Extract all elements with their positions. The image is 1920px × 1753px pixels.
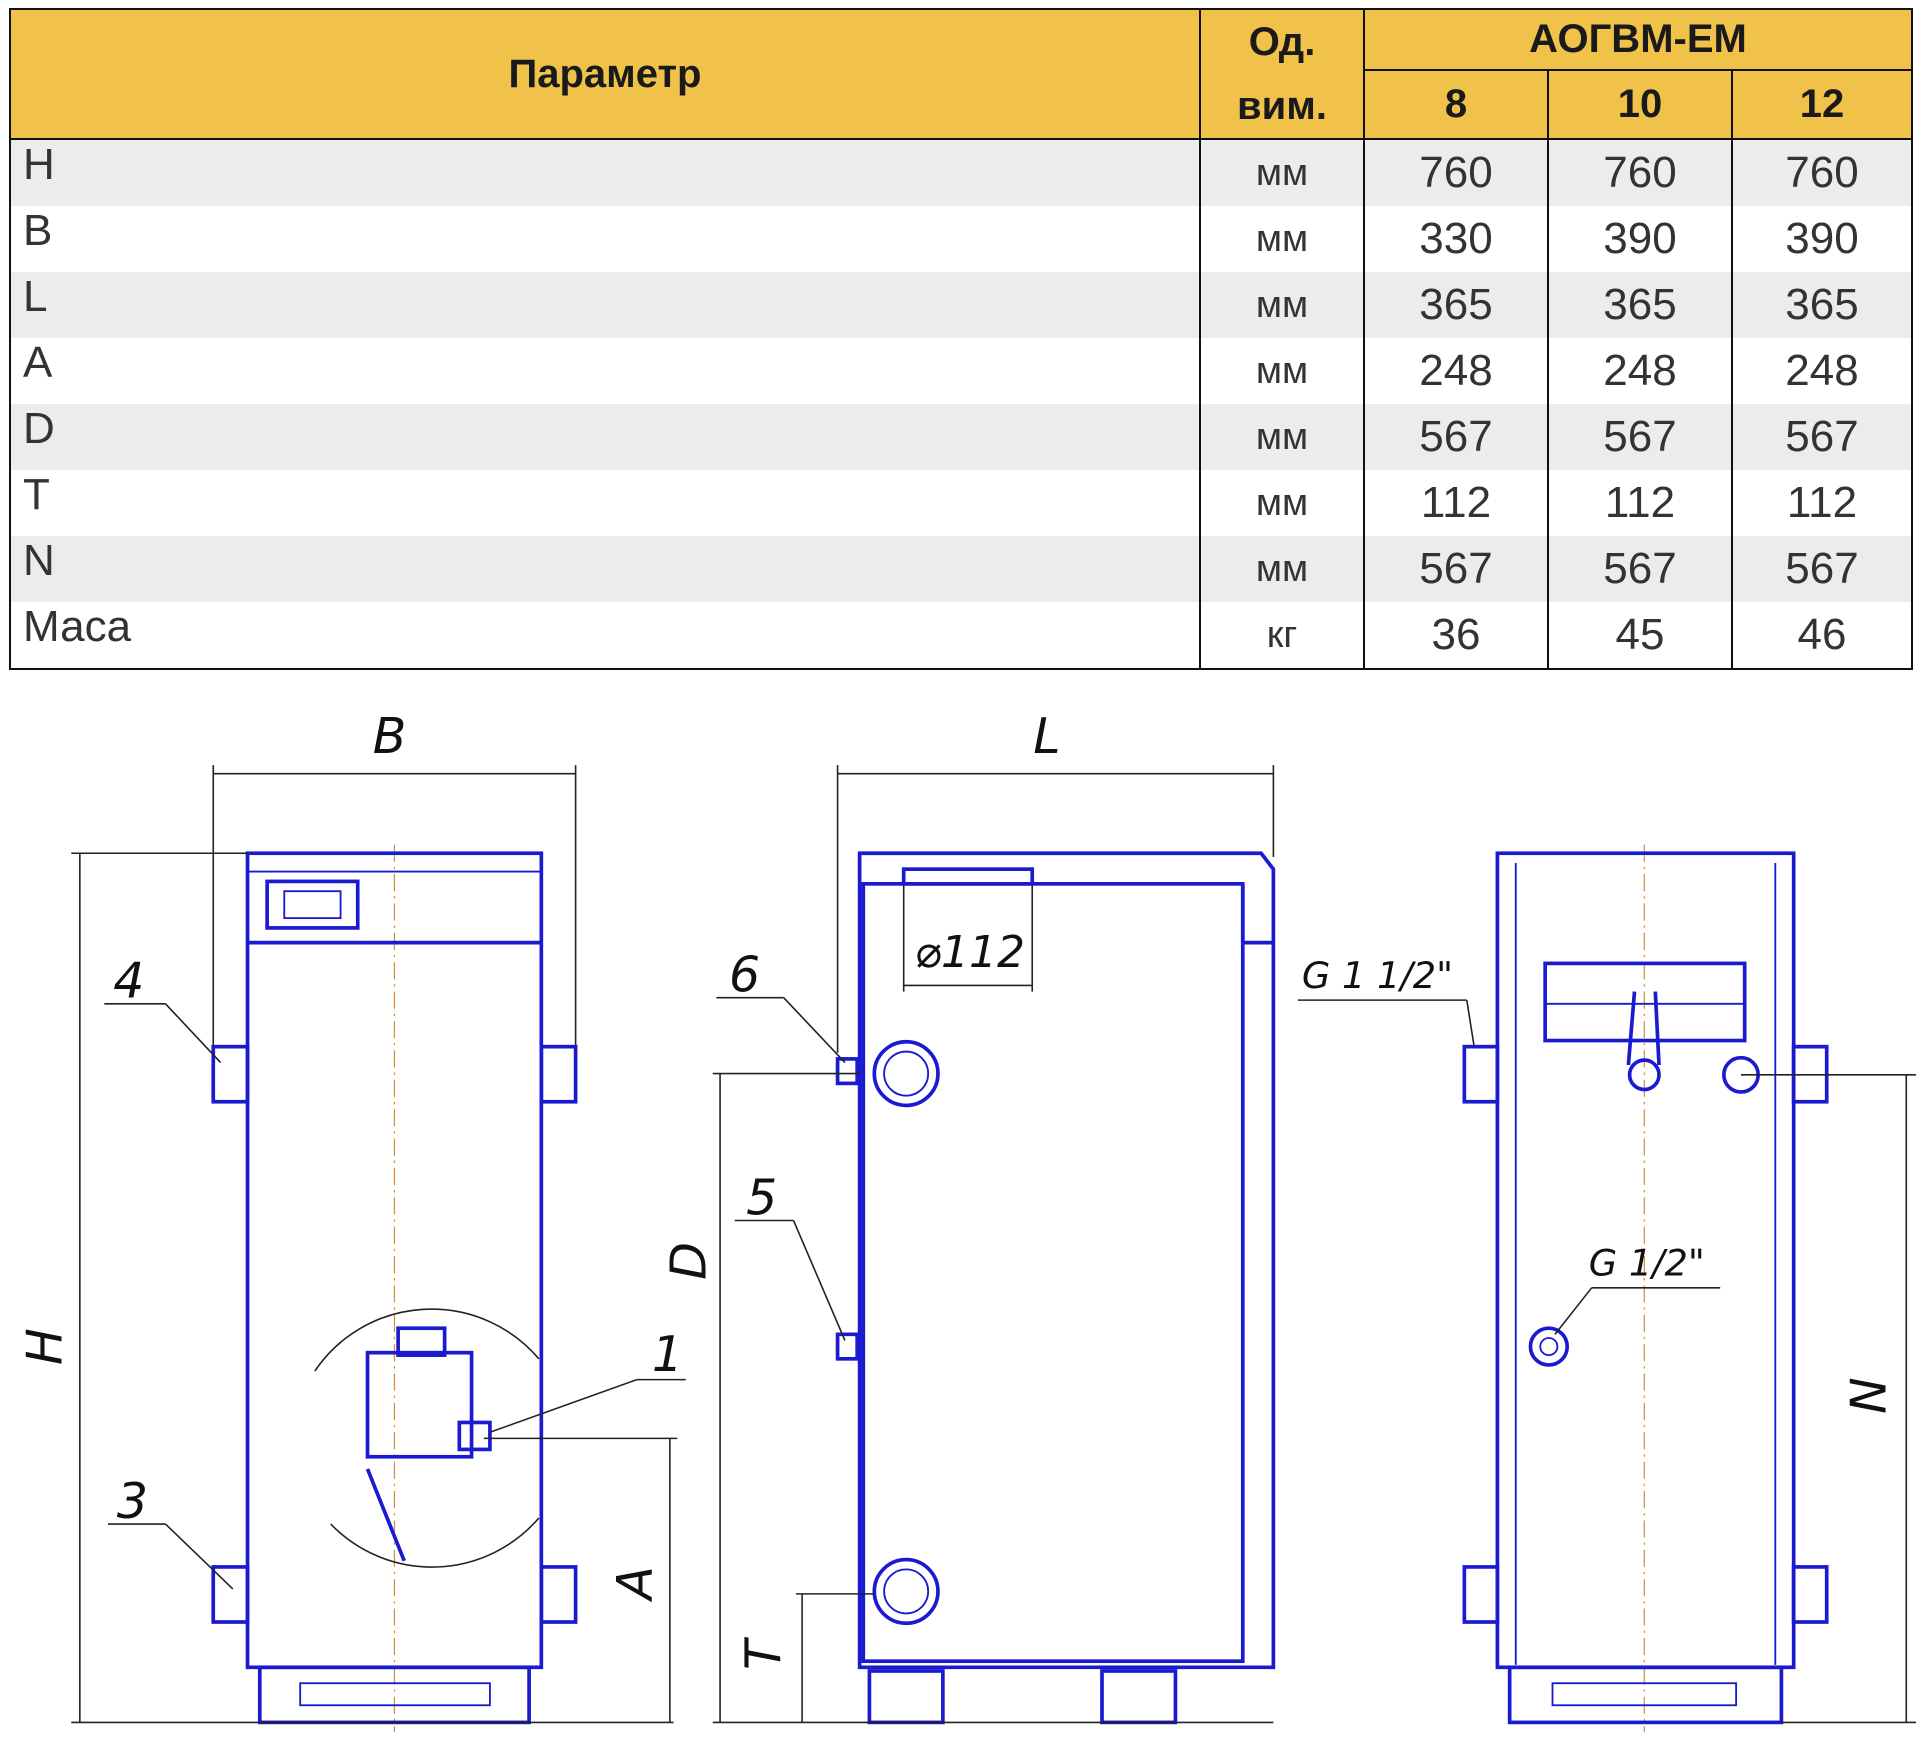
dim-d-label: D <box>660 1242 717 1280</box>
value-cell: 760 <box>1731 139 1912 206</box>
dim-h-label: H <box>16 1328 73 1365</box>
value-cell: 390 <box>1547 206 1732 272</box>
callout-6: 6 <box>729 947 760 1004</box>
value-cell: 46 <box>1731 602 1912 669</box>
param-cell: H <box>10 139 1200 206</box>
unit-cell: мм <box>1199 206 1364 272</box>
value-cell: 567 <box>1547 536 1732 602</box>
thread-top-label: G 1 1/2" <box>1302 954 1453 997</box>
value-cell: 112 <box>1731 470 1912 536</box>
unit-cell: мм <box>1199 272 1364 338</box>
thread-gas-label: G 1/2" <box>1589 1242 1705 1285</box>
unit-cell: мм <box>1199 536 1364 602</box>
value-cell: 248 <box>1731 338 1912 404</box>
dim-a-label: A <box>607 1566 664 1603</box>
dim-b-label: B <box>373 708 407 765</box>
value-cell: 365 <box>1547 272 1732 338</box>
param-cell: B <box>23 206 53 255</box>
value-cell: 760 <box>1363 139 1548 206</box>
value-cell: 567 <box>1547 404 1732 470</box>
header-unit-line2: вим. <box>1237 84 1327 128</box>
header-unit-line1: Од. <box>1248 20 1316 64</box>
param-cell: A <box>23 338 53 387</box>
rear-view: G 1 1/2" G 1/2" N <box>1297 844 1917 1733</box>
callout-5: 5 <box>746 1169 777 1226</box>
value-cell: 390 <box>1731 206 1912 272</box>
value-cell: 567 <box>1731 404 1912 470</box>
value-cell: 36 <box>1363 602 1548 669</box>
value-cell: 112 <box>1363 470 1548 536</box>
value-cell: 567 <box>1731 536 1912 602</box>
unit-cell: мм <box>1199 404 1364 470</box>
dim-n-label: N <box>1840 1377 1897 1414</box>
value-cell: 45 <box>1547 602 1732 669</box>
value-cell: 567 <box>1363 404 1548 470</box>
front-view: B H 1 A 4 3 <box>16 708 686 1733</box>
value-cell: 330 <box>1363 206 1548 272</box>
value-cell: 248 <box>1547 338 1732 404</box>
unit-cell: кг <box>1199 602 1364 669</box>
callout-1: 1 <box>652 1326 683 1383</box>
dim-l-label: L <box>1033 708 1060 765</box>
value-cell: 760 <box>1547 139 1732 206</box>
callout-4: 4 <box>113 953 144 1010</box>
param-cell: N <box>10 536 1200 602</box>
callout-3: 3 <box>117 1473 148 1530</box>
unit-cell: мм <box>1199 338 1364 404</box>
param-cell: L <box>10 272 1200 338</box>
header-unit: Од. вим. <box>1199 8 1365 140</box>
flue-diameter-label: ⌀112 <box>914 927 1025 978</box>
header-size: 8 <box>1363 68 1549 141</box>
value-cell: 248 <box>1363 338 1548 404</box>
value-cell: 567 <box>1363 536 1548 602</box>
param-cell: Маса <box>23 602 132 651</box>
dim-t-label: T <box>735 1636 792 1670</box>
header-size: 12 <box>1731 68 1913 141</box>
unit-cell: мм <box>1199 139 1364 206</box>
value-cell: 112 <box>1547 470 1732 536</box>
param-cell: D <box>10 404 1200 470</box>
unit-cell: мм <box>1199 470 1364 536</box>
side-view: L ⌀112 D T 6 5 <box>660 708 1276 1725</box>
header-param: Параметр <box>9 8 1201 140</box>
value-cell: 365 <box>1363 272 1548 338</box>
header-model: АОГВМ-ЕМ <box>1363 8 1913 71</box>
param-cell: T <box>23 470 50 519</box>
header-size: 10 <box>1547 68 1733 141</box>
value-cell: 365 <box>1731 272 1912 338</box>
